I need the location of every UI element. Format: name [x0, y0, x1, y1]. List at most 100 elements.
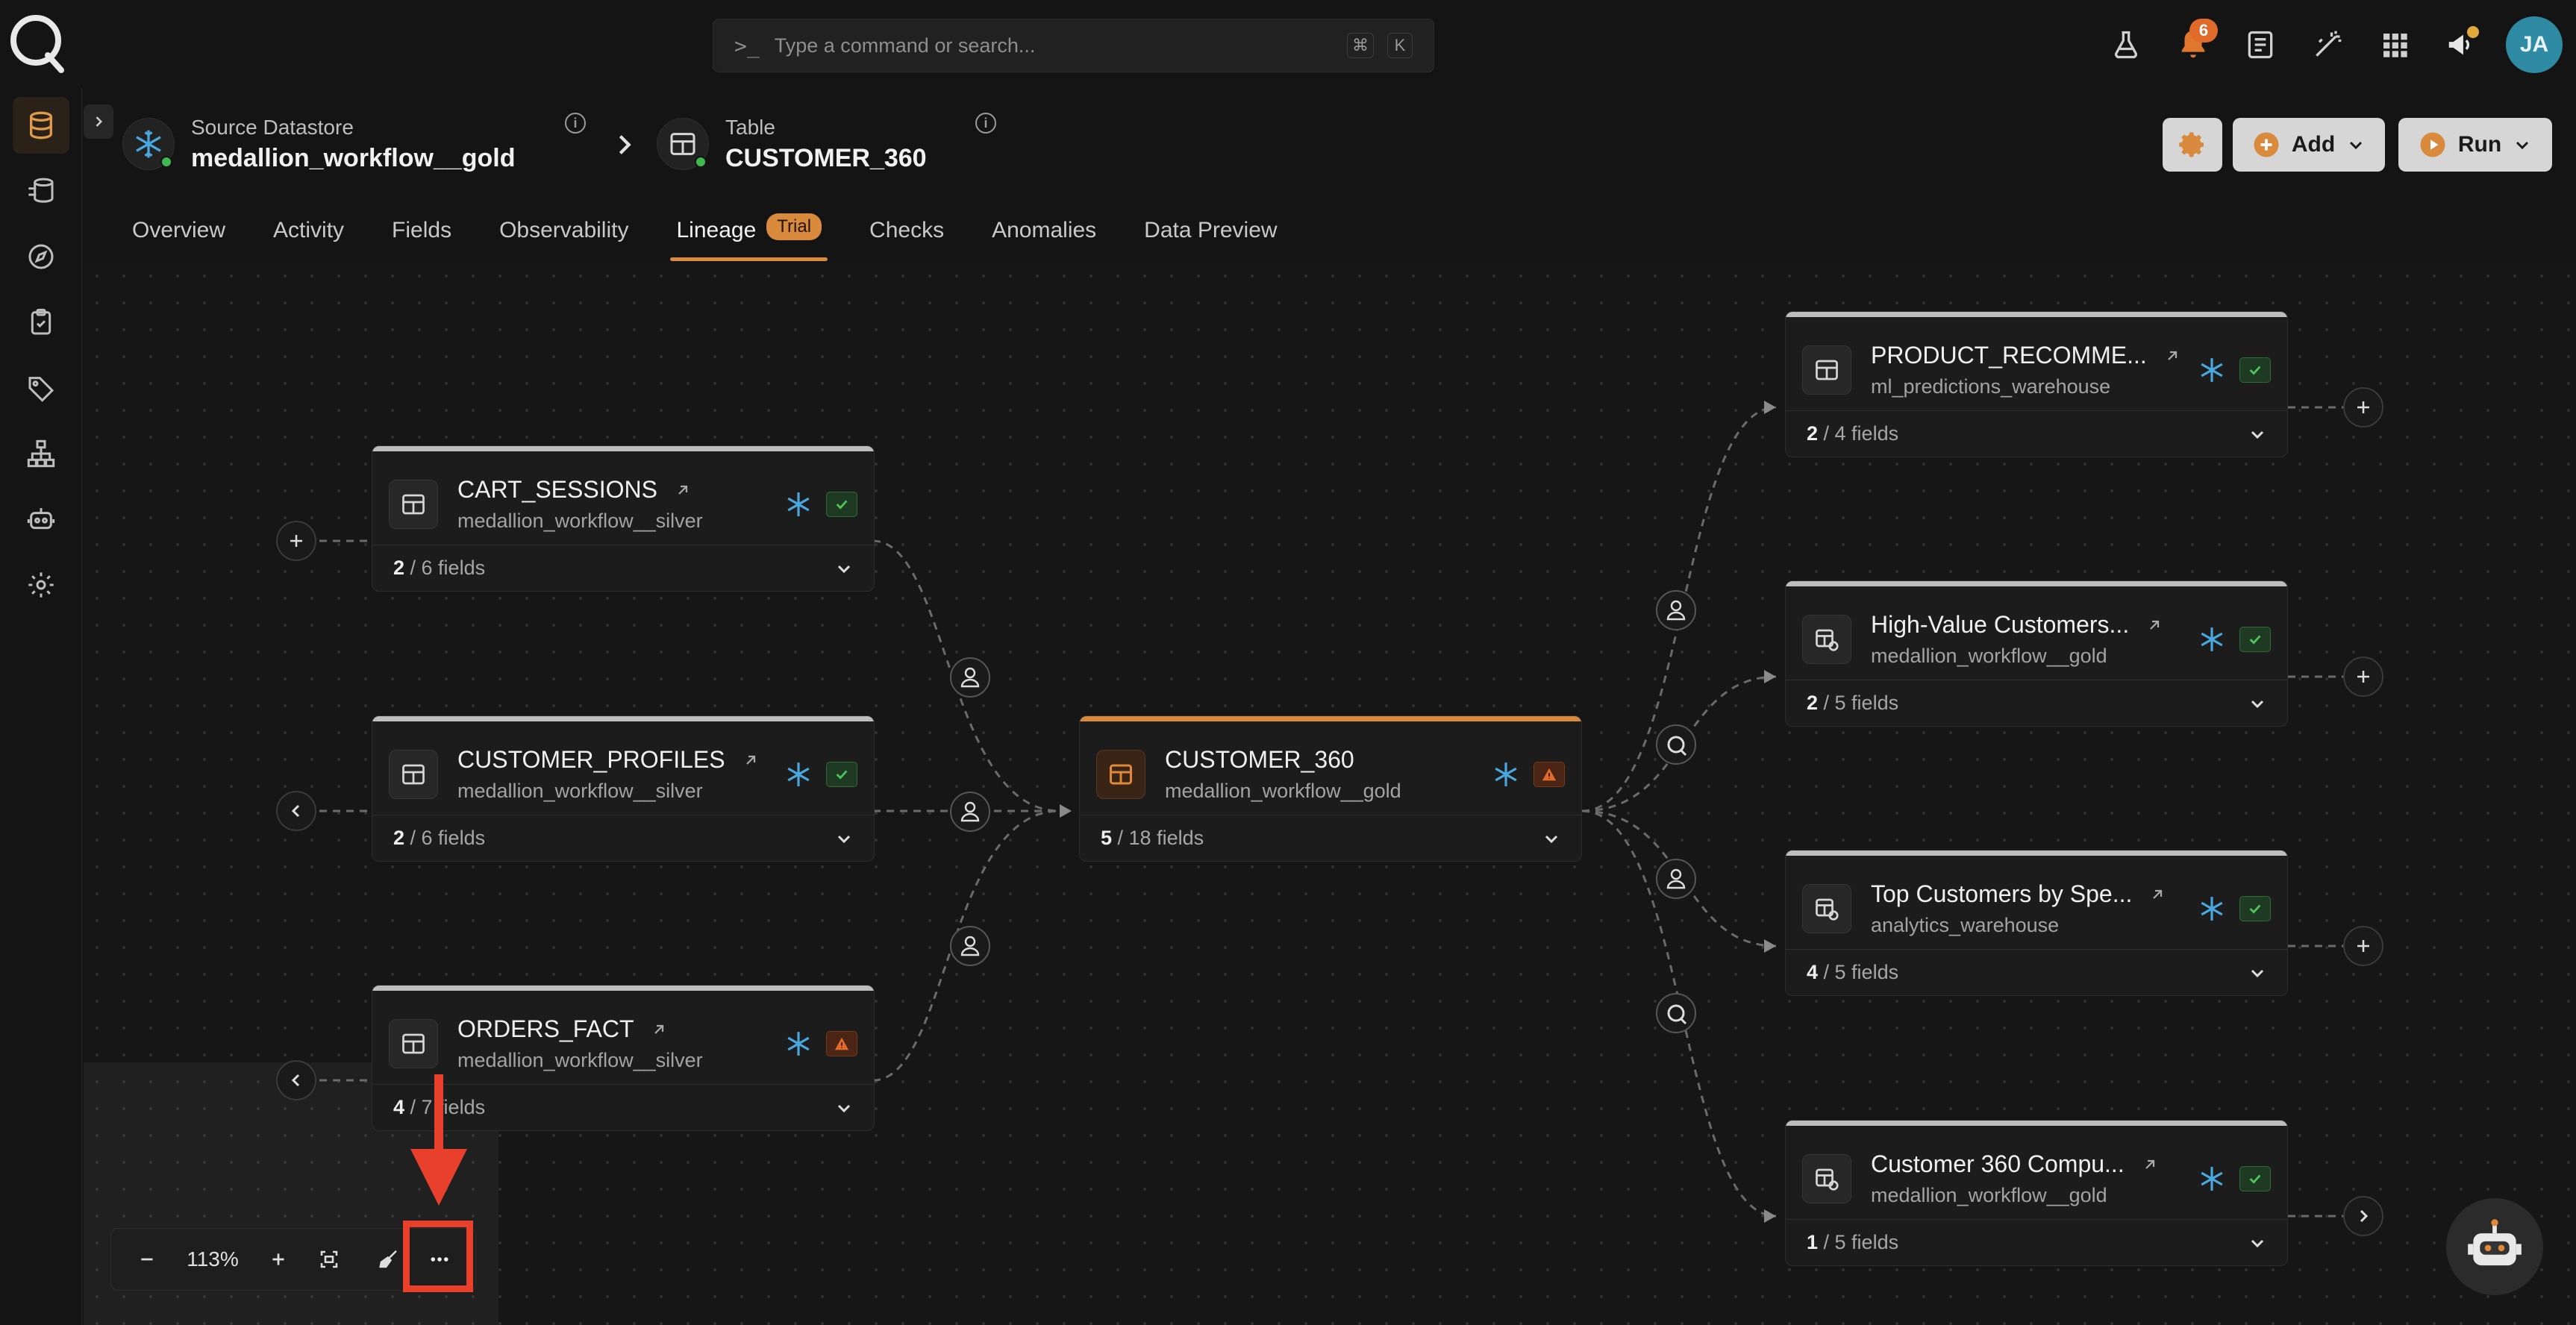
collapse-upstream-button[interactable] — [276, 791, 316, 831]
snowflake-icon — [122, 118, 175, 170]
zoom-in-button[interactable] — [256, 1237, 301, 1282]
external-link-icon — [2145, 1159, 2154, 1169]
flask-icon[interactable] — [2101, 20, 2151, 69]
tab-anomalies[interactable]: Anomalies — [992, 218, 1097, 242]
announcement-dot — [2467, 26, 2479, 38]
node-fields-toggle[interactable]: 2 / 5 fields — [1786, 680, 2287, 726]
fields-total: / 5 fields — [1818, 961, 1899, 983]
external-link-icon — [2168, 351, 2177, 360]
table-icon — [389, 480, 438, 529]
breadcrumb-table[interactable]: Table CUSTOMER_360 — [657, 107, 927, 181]
fields-used: 5 — [1101, 827, 1113, 849]
run-button[interactable]: Run — [2398, 118, 2552, 172]
node-fields-toggle[interactable]: 5 / 18 fields — [1080, 815, 1581, 861]
magic-wand-icon[interactable] — [2303, 20, 2352, 69]
datastore-name[interactable]: medallion_workflow__gold — [191, 143, 516, 172]
sidebar-item-settings[interactable] — [13, 557, 69, 613]
user-avatar[interactable]: JA — [2506, 16, 2563, 73]
add-button[interactable]: Add — [2233, 118, 2385, 172]
zoom-out-button[interactable] — [125, 1237, 169, 1282]
snowflake-icon — [2201, 627, 2223, 651]
fit-view-button[interactable] — [307, 1237, 351, 1282]
node-name[interactable]: Customer 360 Compu... — [1871, 1150, 2125, 1177]
node-datastore: medallion_workflow__silver — [457, 1049, 703, 1071]
chevron-down-icon — [1545, 835, 1558, 843]
node-name[interactable]: ORDERS_FACT — [457, 1015, 634, 1042]
expand-upstream-button[interactable] — [276, 521, 316, 561]
node-name[interactable]: CART_SESSIONS — [457, 476, 657, 503]
node-name[interactable]: CUSTOMER_360 — [1165, 746, 1354, 773]
lineage-node-product-recomme[interactable]: PRODUCT_RECOMME... ml_predictions_wareho… — [1785, 311, 2288, 457]
status-warning-icon — [1534, 762, 1565, 787]
lineage-node-cart-sessions[interactable]: CART_SESSIONS medallion_workflow__silver… — [372, 445, 875, 592]
node-fields-toggle[interactable]: 2 / 4 fields — [1786, 410, 2287, 457]
tab-data-preview[interactable]: Data Preview — [1144, 218, 1278, 242]
tab-fields[interactable]: Fields — [392, 218, 452, 242]
fields-used: 1 — [1807, 1231, 1819, 1253]
node-fields-toggle[interactable]: 2 / 6 fields — [372, 545, 874, 591]
sidebar-item-explore[interactable] — [13, 228, 69, 285]
chevron-right-icon — [2360, 1209, 2369, 1223]
tab-lineage[interactable]: Lineage Trial — [652, 203, 845, 261]
lineage-node-customer-360-computed[interactable]: Customer 360 Compu... medallion_workflow… — [1785, 1120, 2288, 1266]
sidebar-item-hierarchy[interactable] — [13, 425, 69, 482]
node-fields-toggle[interactable]: 1 / 5 fields — [1786, 1219, 2287, 1265]
sidebar-item-tags[interactable] — [13, 360, 69, 416]
notifications-bell-icon[interactable]: 6 — [2169, 19, 2218, 69]
assistant-robot-button[interactable] — [2446, 1198, 2543, 1295]
lineage-node-high-value-customers[interactable]: High-Value Customers... medallion_workfl… — [1785, 580, 2288, 727]
user-relationship-icon — [950, 657, 990, 698]
expand-downstream-button[interactable] — [2343, 387, 2383, 427]
node-datastore: medallion_workflow__silver — [457, 780, 703, 802]
expand-downstream-button[interactable] — [2343, 926, 2383, 966]
fields-total: / 18 fields — [1112, 827, 1204, 849]
search-input[interactable] — [772, 33, 1334, 58]
node-fields-toggle[interactable]: 4 / 7 fields — [372, 1084, 874, 1130]
lineage-node-customer-360[interactable]: CUSTOMER_360 medallion_workflow__gold 5 … — [1079, 715, 1582, 862]
settings-button[interactable] — [2163, 118, 2222, 172]
more-options-button[interactable] — [417, 1237, 462, 1282]
edge-arrowhead — [1060, 804, 1072, 818]
command-search[interactable]: >_ ⌘ K — [713, 19, 1434, 72]
announcement-megaphone-icon[interactable] — [2437, 20, 2486, 69]
document-icon[interactable] — [2236, 20, 2285, 69]
top-bar: >_ ⌘ K 6 JA — [0, 0, 2576, 88]
node-name[interactable]: Top Customers by Spe... — [1871, 880, 2133, 907]
sidebar-item-agents[interactable] — [13, 491, 69, 548]
node-datastore: ml_predictions_warehouse — [1871, 375, 2111, 398]
node-name[interactable]: PRODUCT_RECOMME... — [1871, 342, 2147, 369]
collapse-downstream-button[interactable] — [2343, 1196, 2383, 1236]
app-logo-icon[interactable] — [9, 12, 66, 73]
node-name[interactable]: High-Value Customers... — [1871, 611, 2130, 638]
breadcrumb-datastore[interactable]: Source Datastore medallion_workflow__gol… — [122, 107, 516, 181]
annotation-arrow-icon — [410, 1074, 467, 1206]
node-fields-toggle[interactable]: 4 / 5 fields — [1786, 949, 2287, 995]
sidebar-item-enrichment[interactable] — [13, 163, 69, 219]
lineage-node-orders-fact[interactable]: ORDERS_FACT medallion_workflow__silver 4… — [372, 985, 875, 1131]
table-icon — [1096, 750, 1145, 799]
apps-grid-icon[interactable] — [2370, 20, 2419, 69]
datastore-info-icon[interactable]: i — [565, 113, 586, 134]
sidebar-item-datastores[interactable] — [13, 97, 69, 154]
snowflake-icon — [2201, 358, 2223, 382]
table-info-icon[interactable]: i — [975, 113, 996, 134]
table-name[interactable]: CUSTOMER_360 — [725, 143, 927, 172]
tab-checks[interactable]: Checks — [869, 218, 945, 242]
collapse-upstream-button[interactable] — [276, 1060, 316, 1100]
node-name[interactable]: CUSTOMER_PROFILES — [457, 746, 725, 773]
chevron-left-icon — [291, 804, 300, 818]
sidebar-item-checks[interactable] — [13, 294, 69, 351]
snowflake-icon — [787, 1032, 810, 1056]
node-fields-toggle[interactable]: 2 / 6 fields — [372, 815, 874, 861]
external-link-icon — [2150, 620, 2160, 630]
clean-layout-button[interactable] — [366, 1237, 411, 1282]
tab-activity[interactable]: Activity — [273, 218, 345, 242]
tab-observability[interactable]: Observability — [499, 218, 629, 242]
expand-panel-button[interactable] — [84, 104, 113, 139]
add-button-label: Add — [2291, 132, 2336, 157]
lineage-node-top-customers[interactable]: Top Customers by Spe... analytics_wareho… — [1785, 850, 2288, 996]
lineage-node-customer-profiles[interactable]: CUSTOMER_PROFILES medallion_workflow__si… — [372, 715, 875, 862]
expand-downstream-button[interactable] — [2343, 657, 2383, 697]
tab-overview[interactable]: Overview — [132, 218, 226, 242]
gear-icon — [28, 572, 54, 598]
